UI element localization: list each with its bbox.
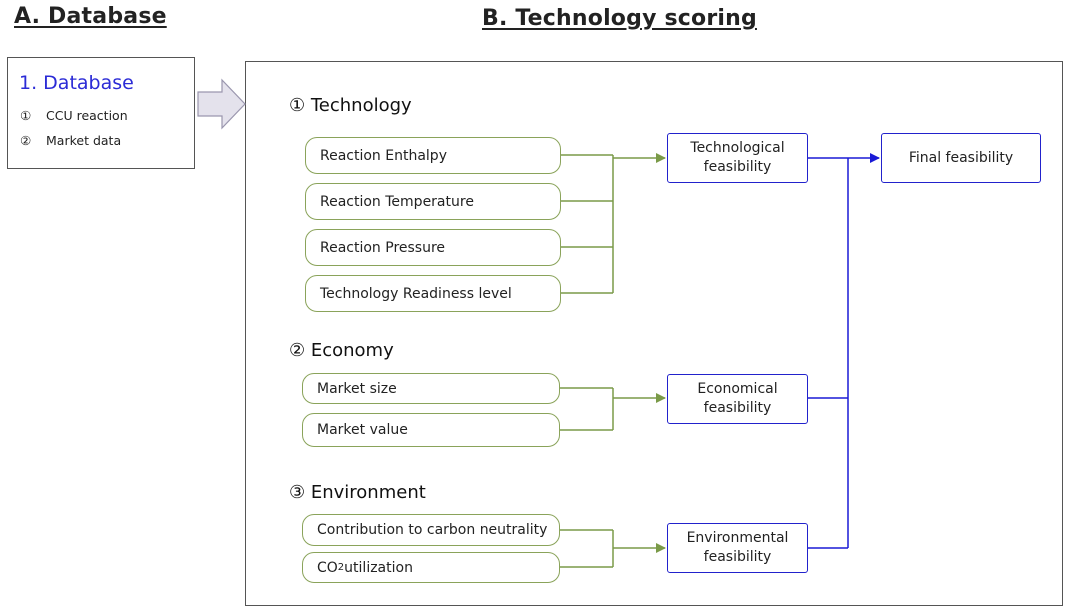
feasibility-connectors: [807, 153, 880, 549]
item-label: Market data: [46, 133, 122, 148]
factor-reaction-temperature: Reaction Temperature: [305, 183, 561, 220]
factor-reaction-enthalpy: Reaction Enthalpy: [305, 137, 561, 174]
flow-arrow-icon: [197, 78, 246, 130]
group-title-economy: ② Economy: [289, 340, 394, 361]
database-item-ccu-reaction: ① CCU reaction: [20, 108, 128, 123]
section-heading-technology-scoring: B. Technology scoring: [482, 6, 757, 31]
factor-contribution-carbon-neutrality: Contribution to carbon neutrality: [302, 514, 560, 546]
factor-market-value: Market value: [302, 413, 560, 447]
group-title-environment: ③ Environment: [289, 482, 426, 503]
database-title: 1. Database: [19, 72, 134, 94]
environment-connectors: [559, 529, 666, 568]
technology-connectors: [560, 153, 666, 294]
factor-technology-readiness-level: Technology Readiness level: [305, 275, 561, 312]
database-box: 1. Database ① CCU reaction ② Market data: [7, 57, 195, 169]
item-number: ①: [20, 108, 32, 123]
economy-connectors: [559, 387, 666, 431]
group-title-technology: ① Technology: [289, 95, 412, 116]
database-item-market-data: ② Market data: [20, 133, 121, 148]
output-final-feasibility: Final feasibility: [881, 133, 1041, 183]
factor-reaction-pressure: Reaction Pressure: [305, 229, 561, 266]
output-economical-feasibility: Economical feasibility: [667, 374, 808, 424]
output-environmental-feasibility: Environmental feasibility: [667, 523, 808, 573]
item-label: CCU reaction: [46, 108, 128, 123]
section-heading-database: A. Database: [14, 4, 167, 29]
item-number: ②: [20, 133, 32, 148]
output-technological-feasibility: Technological feasibility: [667, 133, 808, 183]
factor-market-size: Market size: [302, 373, 560, 404]
